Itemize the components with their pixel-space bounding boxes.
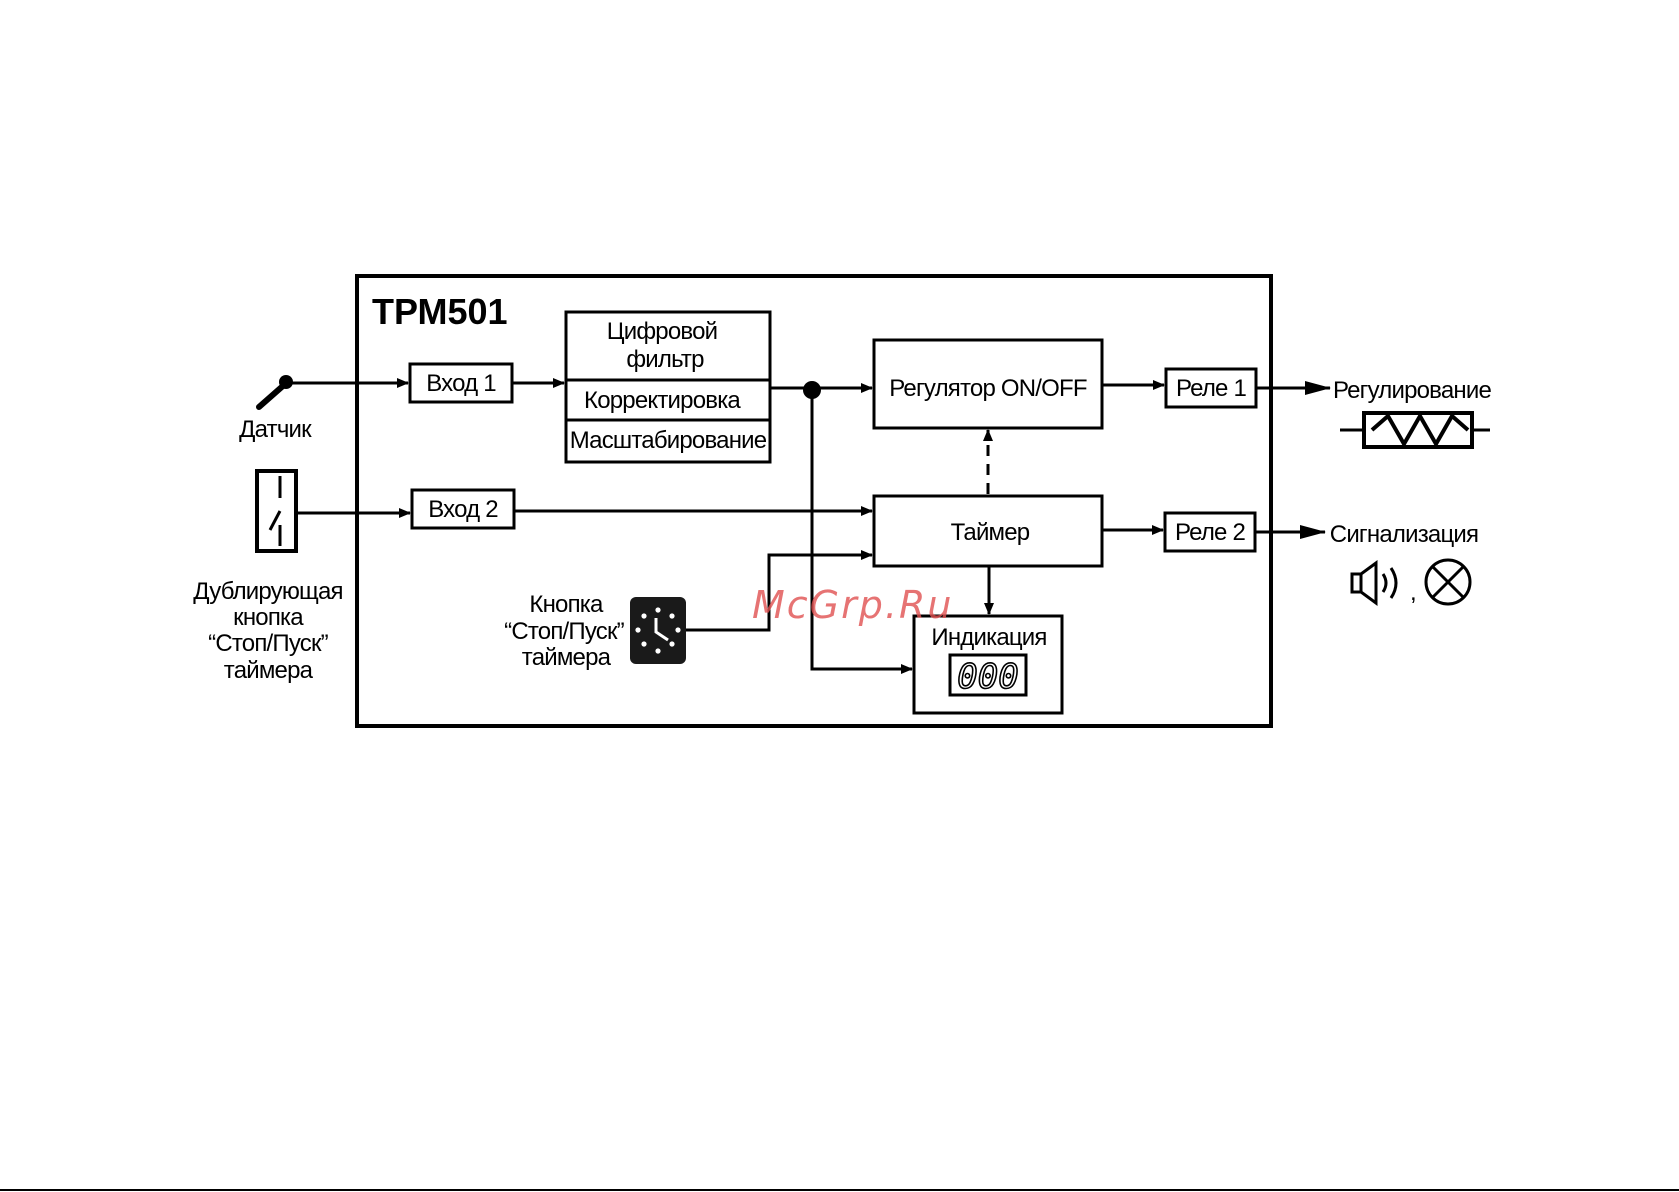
block-regulator: Регулятор ON/OFF — [874, 340, 1102, 428]
clock-button-icon — [630, 597, 686, 664]
block-timer: Таймер — [874, 496, 1102, 566]
sensor-label: Датчик — [239, 416, 312, 443]
scaling-label: Масштабирование — [570, 427, 767, 454]
duplicate-button-line3: “Стоп/Пуск” — [208, 630, 329, 657]
block-input1: Вход 1 — [410, 364, 512, 402]
device-title: ТРМ501 — [372, 291, 508, 332]
heater-icon — [1340, 413, 1490, 447]
timer-button-line2: “Стоп/Пуск” — [504, 618, 625, 645]
timer-button-label: Кнопка “Стоп/Пуск” таймера — [504, 591, 625, 671]
speaker-icon — [1352, 563, 1396, 603]
watermark: McGrp.Ru — [752, 583, 953, 627]
block-relay1: Реле 1 — [1166, 369, 1256, 407]
input2-label: Вход 2 — [428, 496, 498, 523]
regulator-label: Регулятор ON/OFF — [889, 375, 1087, 402]
switch-icon — [257, 471, 296, 551]
correction-label: Корректировка — [584, 387, 741, 414]
relay1-label: Реле 1 — [1176, 375, 1247, 402]
filter-label-line1: Цифровой — [607, 318, 717, 345]
input1-label: Вход 1 — [426, 370, 496, 397]
signaling-label: Сигнализация — [1330, 521, 1478, 548]
indication-label: Индикация — [931, 624, 1046, 651]
lamp-icon — [1426, 560, 1470, 604]
timer-button-line1: Кнопка — [529, 591, 604, 618]
filter-label-line2: фильтр — [626, 346, 704, 373]
regulation-label: Регулирование — [1333, 377, 1492, 404]
sensor-probe-icon — [259, 375, 293, 407]
relay2-label: Реле 2 — [1175, 519, 1246, 546]
block-indication: Индикация 000 — [914, 616, 1062, 713]
duplicate-button-line1: Дублирующая — [193, 578, 343, 605]
timer-label: Таймер — [951, 519, 1030, 546]
block-input2: Вход 2 — [412, 490, 514, 528]
timer-button-line3: таймера — [522, 644, 612, 671]
separator-comma: , — [1410, 579, 1416, 606]
duplicate-button-label: Дублирующая кнопка “Стоп/Пуск” таймера — [193, 578, 343, 684]
block-filter-stack: Цифровой фильтр Корректировка Масштабиро… — [566, 312, 770, 462]
display-digits: 000 — [957, 657, 1018, 697]
duplicate-button-line2: кнопка — [233, 604, 304, 631]
duplicate-button-line4: таймера — [224, 657, 314, 684]
block-relay2: Реле 2 — [1165, 513, 1255, 551]
